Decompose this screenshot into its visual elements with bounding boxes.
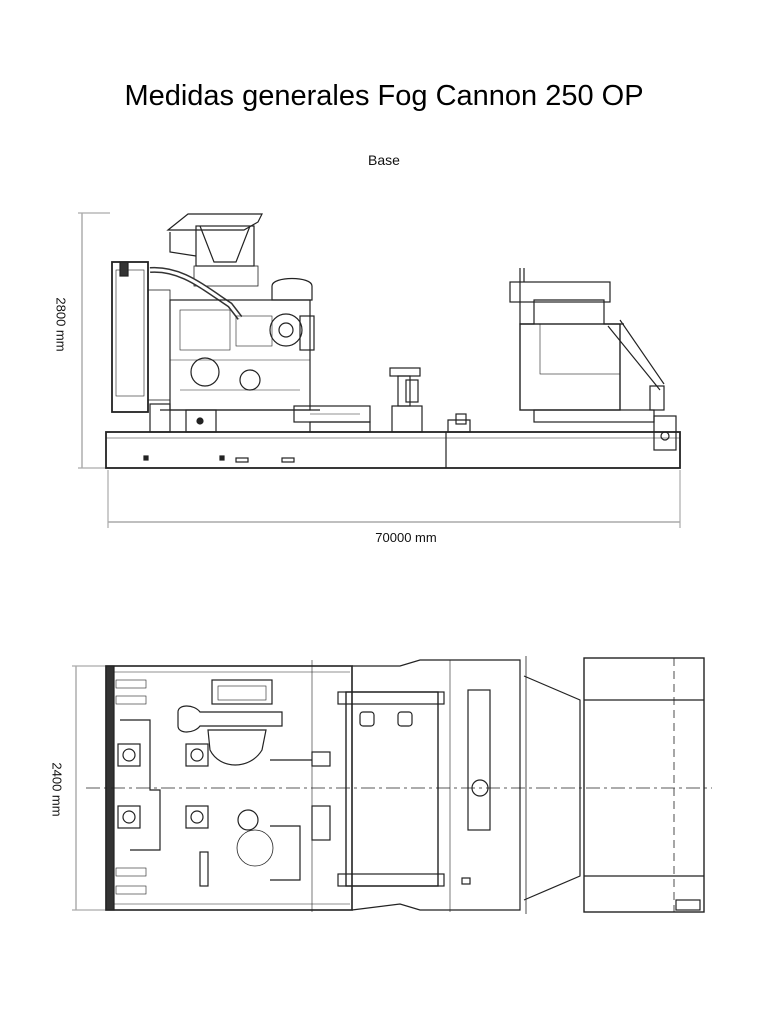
width-dimension-label: 2400 mm — [49, 762, 65, 817]
side-view-label: Base — [368, 152, 400, 168]
page-title: Medidas generales Fog Cannon 250 OP — [124, 80, 644, 112]
length-dimension-label: 70000 mm — [375, 530, 437, 545]
